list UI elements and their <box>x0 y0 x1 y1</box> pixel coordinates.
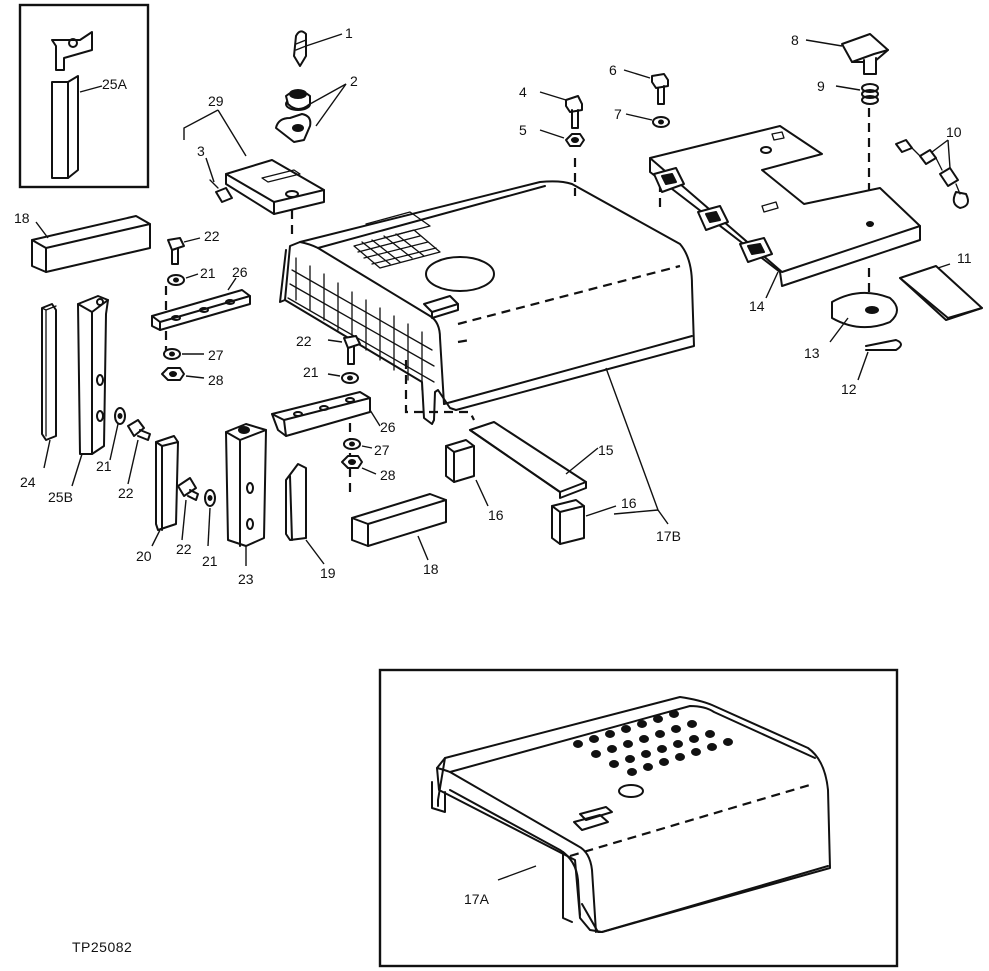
part-24-strip <box>41 303 57 441</box>
callout-25b: 25B <box>48 489 73 505</box>
part-8-knob <box>841 33 889 75</box>
callout-2: 2 <box>350 73 358 89</box>
callout-21-a: 21 <box>200 265 216 281</box>
part-25a-bracket <box>51 31 93 179</box>
part-4-bolt <box>565 95 583 129</box>
callout-22-d: 22 <box>296 333 312 349</box>
callout-18-a: 18 <box>14 210 30 226</box>
callout-11: 11 <box>957 250 972 266</box>
part-15-strip <box>469 421 587 499</box>
callout-21-b: 21 <box>96 458 112 474</box>
part-26-bracket-a <box>151 289 251 331</box>
part-22-bolt-b <box>127 419 151 441</box>
callout-13: 13 <box>804 345 820 361</box>
part-21-washer-b <box>114 407 126 425</box>
callout-26-b: 26 <box>380 419 396 435</box>
callout-29: 29 <box>208 93 224 109</box>
part-22-bolt-a <box>167 237 185 265</box>
callout-25a: 25A <box>102 76 128 92</box>
callout-15: 15 <box>598 442 614 458</box>
part-22-bolt-c <box>177 477 199 501</box>
part-2-grommet <box>275 89 312 143</box>
callout-21-d: 21 <box>303 364 319 380</box>
part-28-nut-b <box>341 455 363 469</box>
callout-16-a: 16 <box>488 507 504 523</box>
part-20-strip <box>155 435 179 531</box>
callout-22-c: 22 <box>176 541 192 557</box>
part-28-nut-a <box>161 367 185 381</box>
part-3-clip <box>209 179 233 203</box>
callout-28-b: 28 <box>380 467 396 483</box>
part-21-washer-d <box>341 372 359 384</box>
callout-21-c: 21 <box>202 553 218 569</box>
part-25b-bracket <box>77 295 109 455</box>
callout-1: 1 <box>345 25 353 41</box>
part-14-clip-nuts <box>653 167 773 263</box>
callout-17b: 17B <box>656 528 681 544</box>
callout-4: 4 <box>519 84 527 100</box>
part-17b-top-grille <box>353 211 441 269</box>
part-21-washer-c <box>204 489 216 507</box>
callout-14: 14 <box>749 298 765 314</box>
part-17b-side-grille <box>287 257 435 391</box>
part-29-plate <box>225 159 325 215</box>
part-9-spring <box>861 83 879 105</box>
part-10-lanyard <box>895 139 969 209</box>
callout-19: 19 <box>320 565 336 581</box>
callout-16-b: 16 <box>621 495 637 511</box>
callout-26-a: 26 <box>232 264 248 280</box>
part-22-bolt-d <box>343 335 361 365</box>
callout-12: 12 <box>841 381 857 397</box>
part-14-mounting-plate <box>649 125 921 287</box>
part-16-pad-a <box>445 439 475 483</box>
part-27-washer-a <box>163 348 181 360</box>
callout-24: 24 <box>20 474 36 490</box>
callout-9: 9 <box>817 78 825 94</box>
callout-8: 8 <box>791 32 799 48</box>
callout-5: 5 <box>519 122 527 138</box>
part-6-bolt <box>651 73 669 105</box>
callout-22-b: 22 <box>118 485 134 501</box>
callout-20: 20 <box>136 548 152 564</box>
part-21-washer-a <box>167 274 185 286</box>
callout-27-b: 27 <box>374 442 390 458</box>
part-11-pad <box>899 265 983 321</box>
callout-22-a: 22 <box>204 228 220 244</box>
part-17a-cover <box>431 696 831 933</box>
part-12-cotter-pin <box>865 339 902 351</box>
callout-6: 6 <box>609 62 617 78</box>
part-17b-latch-recess <box>423 295 459 319</box>
callout-labels: 1 2 3 4 5 6 7 8 9 10 11 12 13 14 15 16 1… <box>14 25 972 907</box>
inset-frame-25a <box>18 3 150 189</box>
part-17a-vent-holes <box>573 710 733 776</box>
part-27-washer-b <box>343 438 361 450</box>
part-18-strip-left <box>31 215 151 273</box>
part-16-pad-b <box>551 499 585 545</box>
callout-23: 23 <box>238 571 254 587</box>
callout-27-a: 27 <box>208 347 224 363</box>
part-17b-filler-opening <box>425 256 495 292</box>
part-18-strip-bottom <box>351 493 447 547</box>
callout-3: 3 <box>197 143 205 159</box>
part-17b-cover <box>279 180 695 425</box>
part-5-nut <box>565 133 585 147</box>
callout-17a: 17A <box>464 891 490 907</box>
part-1-fastener <box>293 30 307 67</box>
callout-18-b: 18 <box>423 561 439 577</box>
figure-id: TP25082 <box>72 939 132 955</box>
part-13-plate <box>831 291 898 329</box>
inset-frame-17a <box>378 668 899 968</box>
callout-10: 10 <box>946 124 962 140</box>
part-19-strip <box>285 463 307 541</box>
callout-28-a: 28 <box>208 372 224 388</box>
part-26-bracket-b <box>271 391 371 437</box>
callout-7: 7 <box>614 106 622 122</box>
part-23-mount <box>225 423 267 547</box>
part-7-washer <box>652 116 670 128</box>
